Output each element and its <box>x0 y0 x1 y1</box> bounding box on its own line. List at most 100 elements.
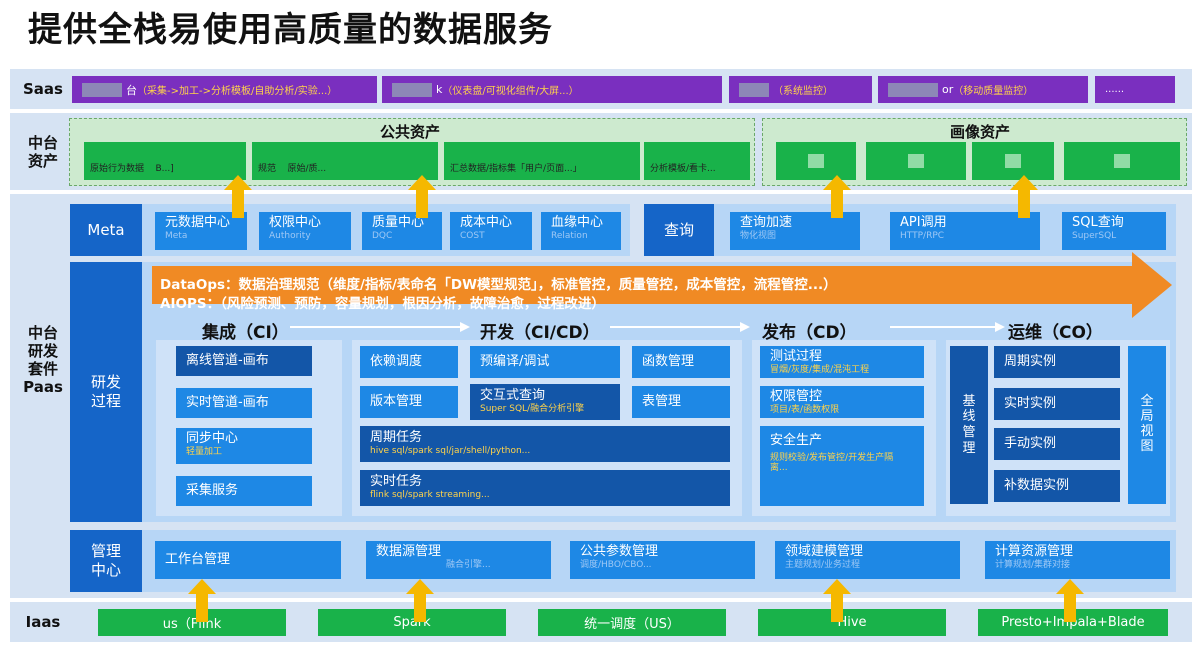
saas-item-4-text: （移动质量监控） <box>953 86 1034 97</box>
cd-safe-production[interactable]: 安全生产规则校验/发布管控/开发生产隔离... <box>760 426 924 506</box>
iaas-hive[interactable]: Hive <box>758 609 946 636</box>
dev-function-mgmt[interactable]: 函数管理 <box>632 346 730 378</box>
iaas-flink[interactable]: us（Flink <box>98 609 286 636</box>
query-item-2-name: API调用 <box>900 215 947 230</box>
query-item-2-sub: HTTP/RPC <box>900 230 945 241</box>
mgmt-compute-name: 计算资源管理 <box>995 544 1074 559</box>
saas-label: Saas <box>23 80 63 98</box>
public-asset-1-text: 原始行为数据 <box>90 164 145 174</box>
public-asset-2-text: 规范 <box>258 164 277 174</box>
mgmt-workbench[interactable]: 工作台管理 <box>155 541 341 579</box>
dev-table-mgmt[interactable]: 表管理 <box>632 386 730 418</box>
meta-item-1-sub: Meta <box>165 230 188 241</box>
saas-item-2[interactable]: k （仪表盘/可视化组件/大屏...） <box>382 76 722 103</box>
cd-test-name: 测试过程 <box>770 349 823 364</box>
mgmt-compute-resource[interactable]: 计算资源管理计算规划/集群对接 <box>985 541 1170 579</box>
ci-sync-center[interactable]: 同步中心轻量加工 <box>176 428 312 464</box>
co-global-view[interactable]: 全 局 视 图 <box>1128 346 1166 504</box>
phase-flow-arrows <box>290 322 1005 332</box>
query-label: 查询 <box>644 204 714 256</box>
dataops-arrow <box>152 252 1172 318</box>
mgmt-datasource-name: 数据源管理 <box>376 544 442 559</box>
mgmt-datasource[interactable]: 数据源管理融合引擎... <box>366 541 551 579</box>
dev-dependency[interactable]: 依赖调度 <box>360 346 458 378</box>
portrait-assets-title: 画像资产 <box>949 123 1010 141</box>
co-backfill-instance[interactable]: 补数据实例 <box>994 470 1120 502</box>
dev-realtime-task-sub: flink sql/spark streaming... <box>370 489 490 500</box>
cd-permission-control[interactable]: 权限管控项目/表/函数权限 <box>760 386 924 418</box>
mgmt-domain-modeling[interactable]: 领域建模管理主题规划/业务过程 <box>775 541 960 579</box>
saas-item-4[interactable]: or （移动质量监控） <box>878 76 1088 103</box>
saas-item-5[interactable]: ...... <box>1095 76 1175 103</box>
mgmt-datasource-sub: 融合引擎... <box>446 559 491 570</box>
dev-precompile[interactable]: 预编译/调试 <box>470 346 620 378</box>
public-asset-1b-text: B...] <box>155 164 174 174</box>
public-asset-4[interactable]: 分析模板/看卡... <box>644 142 750 180</box>
ci-offline-pipeline[interactable]: 离线管道-画布 <box>176 346 312 376</box>
meta-item-5-sub: Relation <box>551 230 588 241</box>
query-item-accelerate[interactable]: 查询加速物化视图 <box>730 212 860 250</box>
ci-sync-center-name: 同步中心 <box>186 431 239 446</box>
dev-realtime-task-name: 实时任务 <box>370 474 423 489</box>
mgmt-public-params[interactable]: 公共参数管理调度/HBO/CBO... <box>570 541 755 579</box>
portrait-asset-3[interactable] <box>972 142 1054 180</box>
dev-process-label: 研发 过程 <box>70 262 142 522</box>
public-asset-3[interactable]: 汇总数据/指标集「用户/页面...」 <box>444 142 640 180</box>
dataops-text: DataOps：数据治理规范（维度/指标/表命名「DW模型规范」，标准管控，质量… <box>160 277 837 293</box>
mgmt-params-sub: 调度/HBO/CBO... <box>580 559 652 570</box>
portrait-asset-2[interactable] <box>866 142 966 180</box>
public-asset-1[interactable]: 原始行为数据 B...] <box>84 142 246 180</box>
phase-dev: 开发（CI/CD） <box>480 323 600 343</box>
cd-safe-sub: 规则校验/发布管控/开发生产隔离... <box>770 452 894 474</box>
saas-item-5-text: ...... <box>1105 84 1125 95</box>
co-realtime-instance[interactable]: 实时实例 <box>994 388 1120 420</box>
meta-item-3-name: 质量中心 <box>372 215 425 230</box>
iaas-unified-scheduler[interactable]: 统一调度（US） <box>538 609 726 636</box>
co-manual-instance[interactable]: 手动实例 <box>994 428 1120 460</box>
phase-ci: 集成（CI） <box>202 323 289 343</box>
meta-item-4-name: 成本中心 <box>460 215 513 230</box>
public-asset-2[interactable]: 规范 原始/质... <box>252 142 438 180</box>
paas-label: 中台 研发 套件 Paas <box>23 324 63 396</box>
ci-sync-center-sub: 轻量加工 <box>186 446 223 457</box>
mgmt-params-name: 公共参数管理 <box>580 544 659 559</box>
saas-item-1-text: （采集->加工->分析模板/自助分析/实验...） <box>137 86 338 97</box>
public-asset-2b-text: 原始/质... <box>287 164 327 174</box>
mgmt-domain-sub: 主题规划/业务过程 <box>785 559 861 570</box>
phase-co: 运维（CO） <box>1008 323 1103 343</box>
cd-test-sub: 冒烟/灰度/集成/混沌工程 <box>770 364 870 375</box>
saas-item-2-text: （仪表盘/可视化组件/大屏...） <box>442 86 579 97</box>
public-asset-4-text: 分析模板/看卡... <box>650 164 716 174</box>
query-item-3-name: SQL查询 <box>1072 215 1124 230</box>
ci-realtime-pipeline[interactable]: 实时管道-画布 <box>176 388 312 418</box>
ci-collect-service[interactable]: 采集服务 <box>176 476 312 506</box>
dev-periodic-task-name: 周期任务 <box>370 430 423 445</box>
dev-version-mgmt[interactable]: 版本管理 <box>360 386 458 418</box>
saas-item-1[interactable]: 台 （采集->加工->分析模板/自助分析/实验...） <box>72 76 377 103</box>
dev-interactive-query-name: 交互式查询 <box>480 388 546 403</box>
meta-item-5-name: 血缘中心 <box>551 215 604 230</box>
saas-item-3[interactable]: （系统监控） <box>729 76 872 103</box>
dev-periodic-task-sub: hive sql/spark sql/jar/shell/python... <box>370 445 531 456</box>
cd-test-process[interactable]: 测试过程冒烟/灰度/集成/混沌工程 <box>760 346 924 378</box>
portrait-asset-4[interactable] <box>1064 142 1180 180</box>
portrait-asset-1[interactable] <box>776 142 856 180</box>
saas-item-4-prefix: or <box>942 83 954 96</box>
saas-item-2-prefix: k <box>436 83 443 96</box>
aiops-text: AIOPS：（风险预测、预防，容量规划，根因分析，故障治愈，过程改进） <box>160 296 605 312</box>
management-label: 管理 中心 <box>70 530 142 592</box>
meta-item-2-sub: Authority <box>269 230 311 241</box>
mgmt-domain-name: 领域建模管理 <box>785 544 864 559</box>
co-periodic-instance[interactable]: 周期实例 <box>994 346 1120 378</box>
co-baseline[interactable]: 基 线 管 理 <box>950 346 988 504</box>
